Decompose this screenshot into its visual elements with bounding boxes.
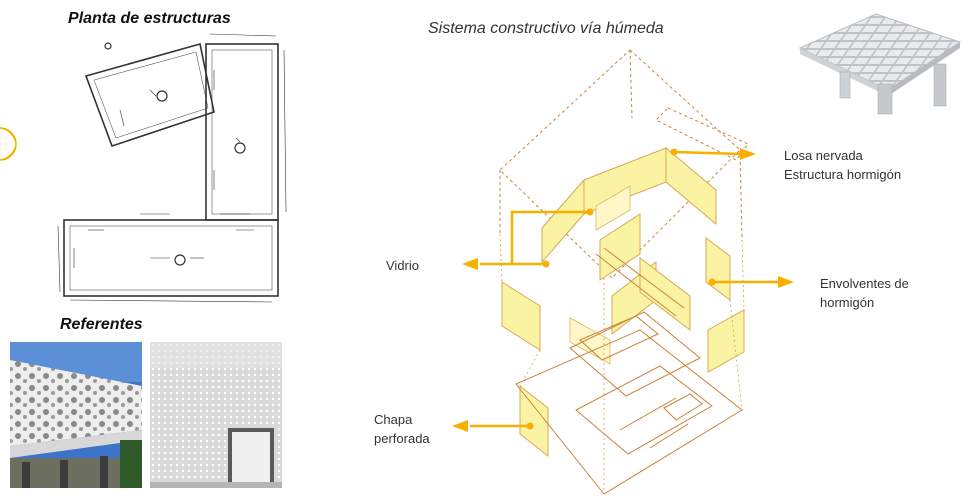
- structural-floor-plan: [57, 33, 287, 303]
- label-envolventes-line2: hormigón: [820, 295, 875, 310]
- label-envolventes-line1: Envolventes de: [820, 276, 909, 291]
- label-chapa-line2: perforada: [374, 431, 430, 446]
- reference-photo-2: [150, 342, 282, 488]
- label-vidrio: Vidrio: [386, 258, 420, 273]
- label-losa-line2: Estructura hormigón: [784, 167, 902, 182]
- label-losa-nervada: Losa nervada Estructura hormigón: [784, 146, 901, 184]
- waffle-slab-image: [798, 13, 962, 115]
- exploded-axonometric: [499, 49, 749, 495]
- label-chapa-line1: Chapa: [374, 412, 413, 427]
- callout-arrows: [452, 148, 794, 432]
- label-losa-line1: Losa nervada: [784, 148, 863, 163]
- partial-circle-marker: [0, 127, 17, 161]
- reference-photo-1: [10, 342, 142, 488]
- label-envolventes: Envolventes de hormigón: [820, 274, 909, 312]
- label-chapa: Chapa perforada: [374, 410, 430, 448]
- diagram-title: Sistema constructivo vía húmeda: [428, 20, 664, 37]
- references-title: Referentes: [60, 316, 143, 333]
- plan-title: Planta de estructuras: [68, 10, 231, 27]
